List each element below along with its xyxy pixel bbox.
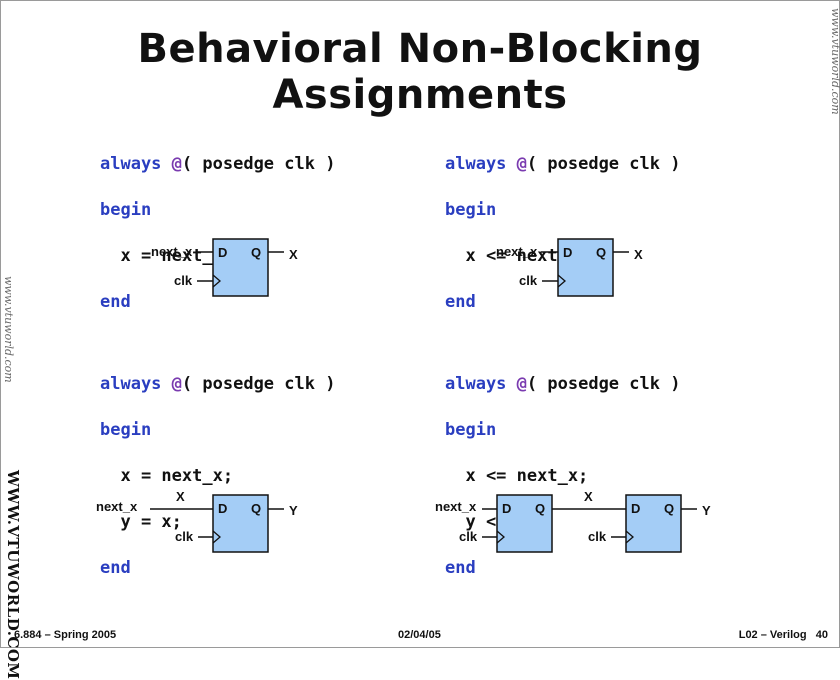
code-line-end: end (445, 558, 476, 578)
wire-label: X (176, 489, 185, 504)
input-label: next_x (96, 499, 138, 514)
code-block-3: always @( posedge clk ) begin x = next_x… (100, 350, 335, 603)
code-line-begin: begin (100, 420, 152, 440)
flip-flop-2 (625, 494, 682, 553)
watermark-right: www.vtuworld.com (829, 8, 840, 115)
diagram-1: next_x clk D Q X (151, 238, 298, 297)
q-label: Q (596, 245, 606, 260)
code-line-begin: begin (100, 200, 152, 220)
clk-label: clk (459, 529, 478, 544)
q-label: Q (251, 245, 261, 260)
flip-flop-1 (496, 494, 553, 553)
code-line-always: always @( posedge clk ) (100, 154, 336, 174)
clock-triangle-icon (625, 530, 634, 544)
slide-title: Behavioral Non-Blocking Assignments (137, 26, 703, 118)
code-line-stmt: x <= next_x; (445, 466, 589, 486)
footer-course: 6.884 – Spring 2005 (14, 629, 117, 641)
code-line-always: always @( posedge clk ) (445, 374, 681, 394)
flip-flop (212, 494, 269, 553)
clk-label: clk (174, 273, 193, 288)
footer-date: 02/04/05 (398, 629, 441, 641)
q-label: Q (251, 501, 261, 516)
diagram-3: next_x X clk D Q Y (96, 489, 298, 553)
input-label: next_x (151, 244, 193, 259)
diagram-2: next_x clk D Q X (496, 238, 643, 297)
q-label: Q (535, 501, 545, 516)
wire-label: X (584, 489, 593, 504)
code-line-end: end (100, 292, 131, 312)
output-label: X (289, 247, 298, 262)
code-line-begin: begin (445, 200, 497, 220)
d-label: D (218, 245, 227, 260)
input-label: next_x (496, 244, 538, 259)
diagram-canvas: next_x clk D Q X next_x clk D Q X next_x… (96, 238, 711, 553)
input-label: next_x (435, 499, 477, 514)
code-block-2: always @( posedge clk ) begin x <= next_… (445, 130, 680, 337)
code-line-stmt: y = x; (100, 512, 182, 532)
flip-flop (212, 238, 269, 297)
d-label: D (218, 501, 227, 516)
watermark-left: www.vtuworld.com (2, 276, 15, 383)
output-label: Y (289, 503, 298, 518)
code-block-4: always @( posedge clk ) begin x <= next_… (445, 350, 680, 603)
code-line-always: always @( posedge clk ) (445, 154, 681, 174)
d-label: D (631, 501, 640, 516)
clock-triangle-icon (212, 274, 221, 288)
diagram-4: next_x X clk clk D Q D Q Y (435, 489, 711, 553)
clk-label: clk (519, 273, 538, 288)
clock-triangle-icon (212, 530, 221, 544)
code-line-end: end (445, 292, 476, 312)
footer-page: L02 – Verilog 40 (738, 629, 828, 641)
clk-label: clk (175, 529, 194, 544)
code-line-begin: begin (445, 420, 497, 440)
clock-triangle-icon (496, 530, 505, 544)
clk-label: clk (588, 529, 607, 544)
code-line-stmt: x = next_x; (100, 466, 234, 486)
d-label: D (563, 245, 572, 260)
clock-triangle-icon (557, 274, 566, 288)
code-line-always: always @( posedge clk ) (100, 374, 336, 394)
code-line-end: end (100, 558, 131, 578)
output-label: Y (702, 503, 711, 518)
output-label: X (634, 247, 643, 262)
flip-flop (557, 238, 614, 297)
d-label: D (502, 501, 511, 516)
watermark-left-large: WWW.VTUWORLD.COM (4, 470, 22, 680)
q-label: Q (664, 501, 674, 516)
